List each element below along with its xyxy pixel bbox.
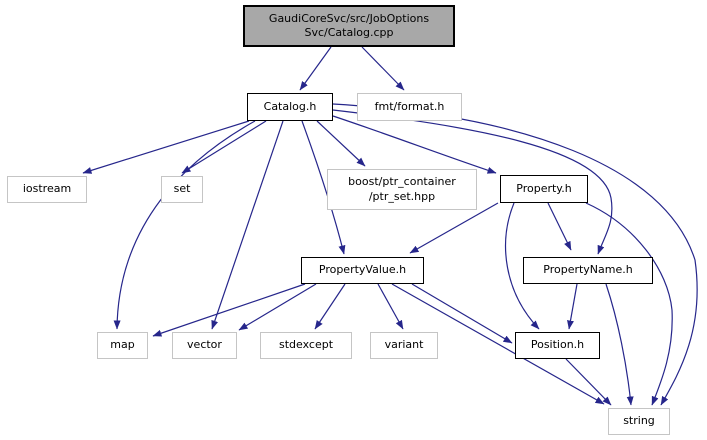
node-fmt-format-h: fmt/format.h bbox=[357, 93, 462, 121]
node-map: map bbox=[97, 332, 148, 359]
node-property-h[interactable]: Property.h bbox=[500, 175, 588, 203]
edge-catalog_h-to-vector bbox=[211, 120, 284, 330]
node-set: set bbox=[161, 176, 203, 203]
node-catalog-h[interactable]: Catalog.h bbox=[247, 93, 333, 121]
node-vector: vector bbox=[172, 332, 237, 359]
node-string: string bbox=[608, 408, 670, 435]
edge-propertyname_h-to-position_h bbox=[567, 283, 578, 330]
node-stdexcept: stdexcept bbox=[260, 332, 352, 359]
edge-catalog_h-to-map bbox=[113, 120, 256, 330]
edge-propertyvalue_h-to-position_h bbox=[411, 283, 513, 344]
edge-property_h-to-string bbox=[585, 202, 673, 406]
edge-catalog_h-to-boost_ptr_set bbox=[316, 120, 366, 167]
edge-catalog_h-to-set bbox=[181, 120, 267, 174]
edge-propertyvalue_h-to-variant bbox=[377, 283, 404, 330]
edge-catalog_h-to-property_h bbox=[332, 115, 497, 174]
node-position-h[interactable]: Position.h bbox=[515, 332, 600, 359]
edge-catalog_h-to-iostream bbox=[82, 120, 250, 174]
node-catalog-cpp: GaudiCoreSvc/src/JobOptions Svc/Catalog.… bbox=[243, 5, 455, 47]
edge-propertyvalue_h-to-stdexcept bbox=[314, 283, 346, 330]
edge-position_h-to-string bbox=[565, 358, 612, 406]
edge-catalog_h-to-propertyname_h bbox=[332, 109, 613, 255]
edge-catalog_h-to-string bbox=[332, 103, 698, 406]
edge-propertyvalue_h-to-map bbox=[152, 283, 306, 337]
node-variant: variant bbox=[370, 332, 438, 359]
edge-propertyname_h-to-string bbox=[605, 283, 634, 406]
edge-propertyvalue_h-to-vector bbox=[238, 283, 317, 331]
edge-property_h-to-propertyvalue_h bbox=[409, 202, 499, 254]
edge-propertyvalue_h-to-string bbox=[391, 283, 605, 405]
edge-catalog_cpp-to-fmt_format_h bbox=[361, 46, 405, 91]
edge-property_h-to-position_h bbox=[504, 202, 540, 330]
edge-catalog_cpp-to-catalog_h bbox=[299, 46, 332, 91]
edge-catalog_h-to-propertyvalue_h bbox=[301, 120, 346, 255]
edge-property_h-to-propertyname_h bbox=[547, 202, 572, 251]
node-propertyvalue-h[interactable]: PropertyValue.h bbox=[301, 257, 424, 284]
node-iostream: iostream bbox=[7, 176, 87, 203]
node-boost-ptr-set: boost/ptr_container /ptr_set.hpp bbox=[327, 169, 477, 210]
node-propertyname-h[interactable]: PropertyName.h bbox=[523, 257, 653, 284]
